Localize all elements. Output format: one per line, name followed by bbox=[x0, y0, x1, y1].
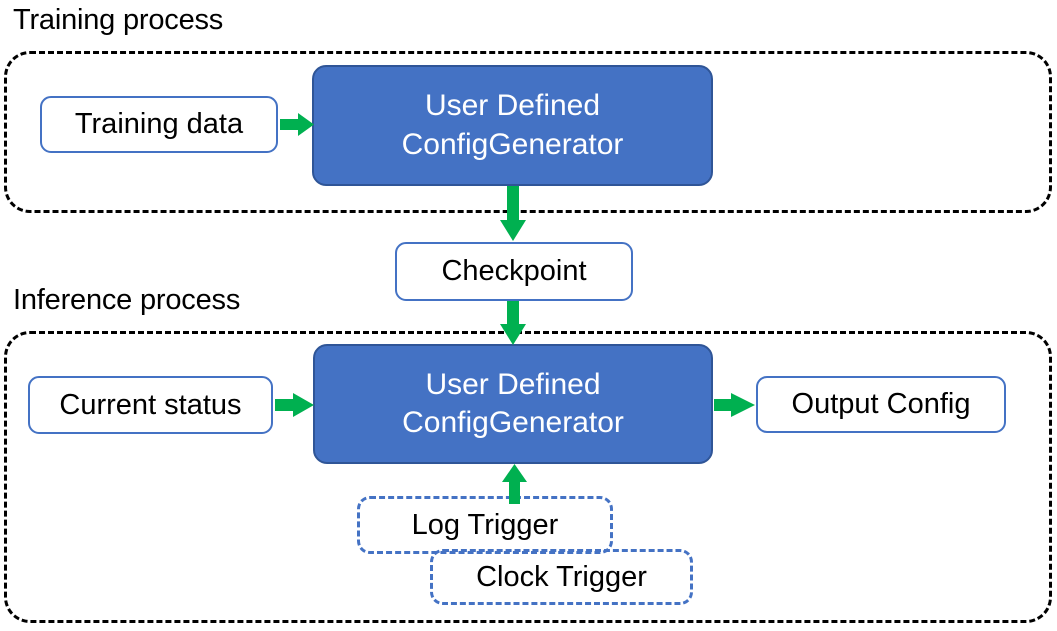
node-user-defined-config-generator-inference[interactable]: User Defined ConfigGenerator bbox=[313, 344, 713, 464]
node-current-status[interactable]: Current status bbox=[28, 376, 273, 434]
node-user-defined-config-generator-training[interactable]: User Defined ConfigGenerator bbox=[312, 65, 713, 186]
generator-label-line2: ConfigGenerator bbox=[401, 127, 624, 161]
generator-label-line1: User Defined bbox=[425, 367, 601, 401]
generator-label-line1: User Defined bbox=[424, 89, 601, 123]
node-checkpoint[interactable]: Checkpoint bbox=[395, 242, 633, 301]
node-output-config[interactable]: Output Config bbox=[756, 376, 1006, 433]
node-log-trigger[interactable]: Log Trigger bbox=[357, 496, 613, 554]
inference-process-title: Inference process bbox=[13, 284, 241, 316]
training-process-group bbox=[4, 51, 1052, 213]
training-process-title: Training process bbox=[13, 4, 224, 36]
generator-label-line2: ConfigGenerator bbox=[402, 406, 624, 439]
node-clock-trigger[interactable]: Clock Trigger bbox=[430, 549, 693, 605]
inference-process-group bbox=[4, 331, 1052, 623]
node-training-data[interactable]: Training data bbox=[40, 96, 278, 153]
